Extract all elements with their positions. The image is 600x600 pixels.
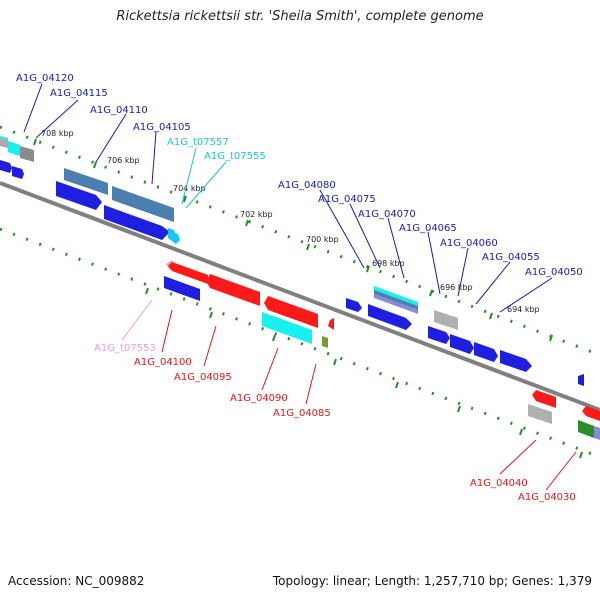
- gene-a1g-04030[interactable]: [578, 420, 594, 438]
- gene-a1g-04090[interactable]: [262, 312, 312, 344]
- gene-a1g-04065-b[interactable]: [428, 326, 450, 344]
- gene-a1g-04100-red[interactable]: [168, 262, 208, 284]
- gene-a1g-04030-purple[interactable]: [594, 426, 600, 440]
- gene-a1g-04030-red[interactable]: [582, 406, 600, 421]
- gene-a1g-04100[interactable]: [164, 276, 200, 301]
- gene-label-a1g-04100[interactable]: A1G_04100: [134, 357, 192, 368]
- trna-t07555[interactable]: [172, 232, 180, 244]
- label-leader-lines: [23, 83, 577, 491]
- tick-label-698kbp: 698 kbp: [372, 259, 405, 268]
- gene-label-a1g-04030[interactable]: A1G_04030: [518, 492, 576, 503]
- tick-label-708kbp: 708 kbp: [41, 129, 74, 138]
- lower-ruler: [0, 227, 600, 459]
- gene-a1g-04065[interactable]: [434, 310, 458, 330]
- tick-label-700kbp: 700 kbp: [306, 235, 339, 244]
- gene-a1g-04070-stripe2[interactable]: [374, 290, 418, 310]
- gene-label-a1g-04120[interactable]: A1G_04120: [16, 73, 74, 84]
- tick-label-694kbp: 694 kbp: [507, 305, 540, 314]
- gene-label-a1g-t07553[interactable]: A1G_t07553: [94, 343, 156, 354]
- gene-label-a1g-04080[interactable]: A1G_04080: [278, 180, 336, 191]
- gene-a1g-04115-cds[interactable]: [20, 146, 34, 162]
- gene-a1g-04110-rna[interactable]: [64, 168, 108, 195]
- gene-a1g-04070[interactable]: [368, 304, 412, 330]
- gene-a1g-04090-red[interactable]: [264, 296, 318, 328]
- ruler-major-ticks: [33, 138, 583, 459]
- gene-label-a1g-04055[interactable]: A1G_04055: [482, 252, 540, 263]
- gene-a1g-04085[interactable]: [322, 336, 328, 348]
- gene-a1g-04115-b[interactable]: [12, 166, 24, 179]
- genome-backbone: [0, 181, 600, 412]
- tick-label-702kbp: 702 kbp: [240, 210, 273, 219]
- gene-right-edge-blue[interactable]: [578, 374, 584, 386]
- gene-a1g-04115-feature[interactable]: [0, 138, 8, 148]
- accession-text: Accession: NC_009882: [8, 574, 145, 588]
- gene-a1g-04050[interactable]: [500, 350, 532, 372]
- gene-label-a1g-t07557[interactable]: A1G_t07557: [167, 137, 229, 148]
- reverse-strand-features: [164, 260, 600, 440]
- gene-a1g-04070-stripe[interactable]: [374, 286, 418, 306]
- gene-a1g-04055[interactable]: [474, 342, 498, 362]
- gene-a1g-04095[interactable]: [206, 274, 260, 306]
- gene-a1g-04040-red[interactable]: [532, 390, 556, 408]
- gene-label-a1g-04065[interactable]: A1G_04065: [399, 223, 457, 234]
- gene-a1g-04110-b[interactable]: [56, 181, 102, 210]
- gene-a1g-04120-cds[interactable]: [8, 141, 20, 156]
- gene-label-a1g-04085[interactable]: A1G_04085: [273, 408, 331, 419]
- gene-label-a1g-04040[interactable]: A1G_04040: [470, 478, 528, 489]
- gene-label-a1g-04105[interactable]: A1G_04105: [133, 122, 191, 133]
- tick-label-706kbp: 706 kbp: [107, 156, 140, 165]
- genome-stats-text: Topology: linear; Length: 1,257,710 bp; …: [272, 574, 592, 588]
- gene-label-a1g-t07555[interactable]: A1G_t07555: [204, 151, 266, 162]
- gene-label-a1g-04075[interactable]: A1G_04075: [318, 194, 376, 205]
- gene-a1g-04040[interactable]: [528, 404, 552, 424]
- gene-a1g-04075[interactable]: [352, 300, 362, 312]
- gene-label-a1g-04115[interactable]: A1G_04115: [50, 88, 108, 99]
- tick-label-696kbp: 696 kbp: [440, 283, 473, 292]
- tick-label-704kbp: 704 kbp: [173, 184, 206, 193]
- forward-strand-features: [0, 136, 584, 386]
- gene-label-a1g-04070[interactable]: A1G_04070: [358, 209, 416, 220]
- gene-a1g-04110[interactable]: [0, 160, 12, 173]
- gene-label-a1g-04050[interactable]: A1G_04050: [525, 267, 583, 278]
- gene-label-a1g-04090[interactable]: A1G_04090: [230, 393, 288, 404]
- gene-label-a1g-04110[interactable]: A1G_04110: [90, 105, 148, 116]
- gene-label-a1g-04095[interactable]: A1G_04095: [174, 372, 232, 383]
- gene-label-a1g-04060[interactable]: A1G_04060: [440, 238, 498, 249]
- gene-a1g-04105-rna[interactable]: [112, 186, 174, 222]
- gene-a1g-04085-marker[interactable]: [328, 318, 334, 330]
- gene-a1g-04070-stripe3[interactable]: [374, 294, 418, 314]
- gene-a1g-04105-b[interactable]: [104, 205, 170, 240]
- map-title: Rickettsia rickettsii str. 'Sheila Smith…: [116, 9, 484, 24]
- gene-a1g-04060[interactable]: [450, 334, 474, 354]
